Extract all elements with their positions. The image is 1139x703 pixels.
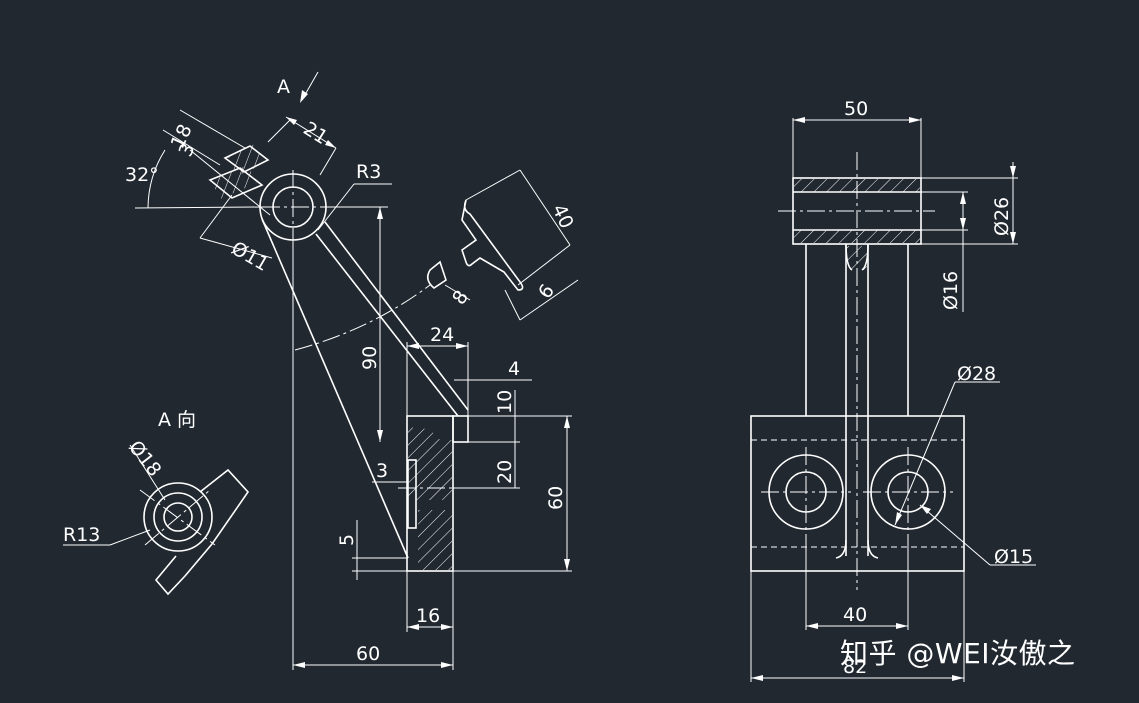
dim-5: 5 [336, 534, 358, 546]
dim-90: 90 [359, 346, 381, 370]
rib-hatch [847, 246, 867, 270]
dim-R3: R3 [356, 161, 381, 183]
dim-phi15: Ø15 [994, 546, 1033, 568]
dim-phi26: Ø26 [991, 197, 1013, 236]
view-a: A 向 Ø18 R13 [63, 409, 250, 596]
base-outline [750, 415, 965, 572]
dim-10: 10 [494, 390, 516, 414]
section-detail: 40 6 8 [426, 169, 579, 321]
dim-40-section: 40 [547, 201, 577, 232]
dim-24: 24 [430, 324, 454, 346]
dim-60-horizontal: 60 [356, 643, 380, 665]
watermark: 知乎 @WEI汝傲之 [840, 637, 1076, 670]
view-a-inner-circle [163, 502, 193, 532]
view-a-middle-circle [153, 492, 203, 542]
view-a-outer-circle [143, 482, 213, 552]
dim-3-base: 3 [376, 460, 388, 482]
dim-82: 82 [843, 656, 867, 678]
dim-50: 50 [844, 98, 868, 120]
dim-phi11: Ø11 [228, 237, 273, 276]
view-a-title: A 向 [158, 409, 196, 431]
dim-4: 4 [508, 358, 520, 380]
dim-60-vertical: 60 [545, 486, 567, 510]
dim-20: 20 [494, 460, 516, 484]
dim-8: 8 [448, 286, 473, 309]
dim-phi28: Ø28 [957, 363, 996, 385]
base-block-side [406, 415, 454, 572]
dim-phi18: Ø18 [124, 437, 165, 481]
view-a-marker: A [277, 76, 290, 98]
dim-6: 6 [534, 280, 559, 303]
side-view: 32° 18 3 21 A R3 Ø11 90 [125, 71, 572, 670]
arm-edge-upper-outer [324, 221, 469, 411]
top-hatch-lower [794, 230, 920, 243]
arm-edge-upper-inner [315, 233, 459, 417]
arm-edge-lower [261, 218, 409, 559]
dim-phi16: Ø16 [940, 271, 962, 310]
dim-R13: R13 [63, 524, 100, 546]
front-view: 50 Ø26 Ø16 Ø28 Ø15 40 [750, 98, 1036, 682]
dim-40-bottom: 40 [843, 604, 867, 626]
dim-16: 16 [416, 605, 440, 627]
dim-32deg: 32° [125, 164, 159, 186]
